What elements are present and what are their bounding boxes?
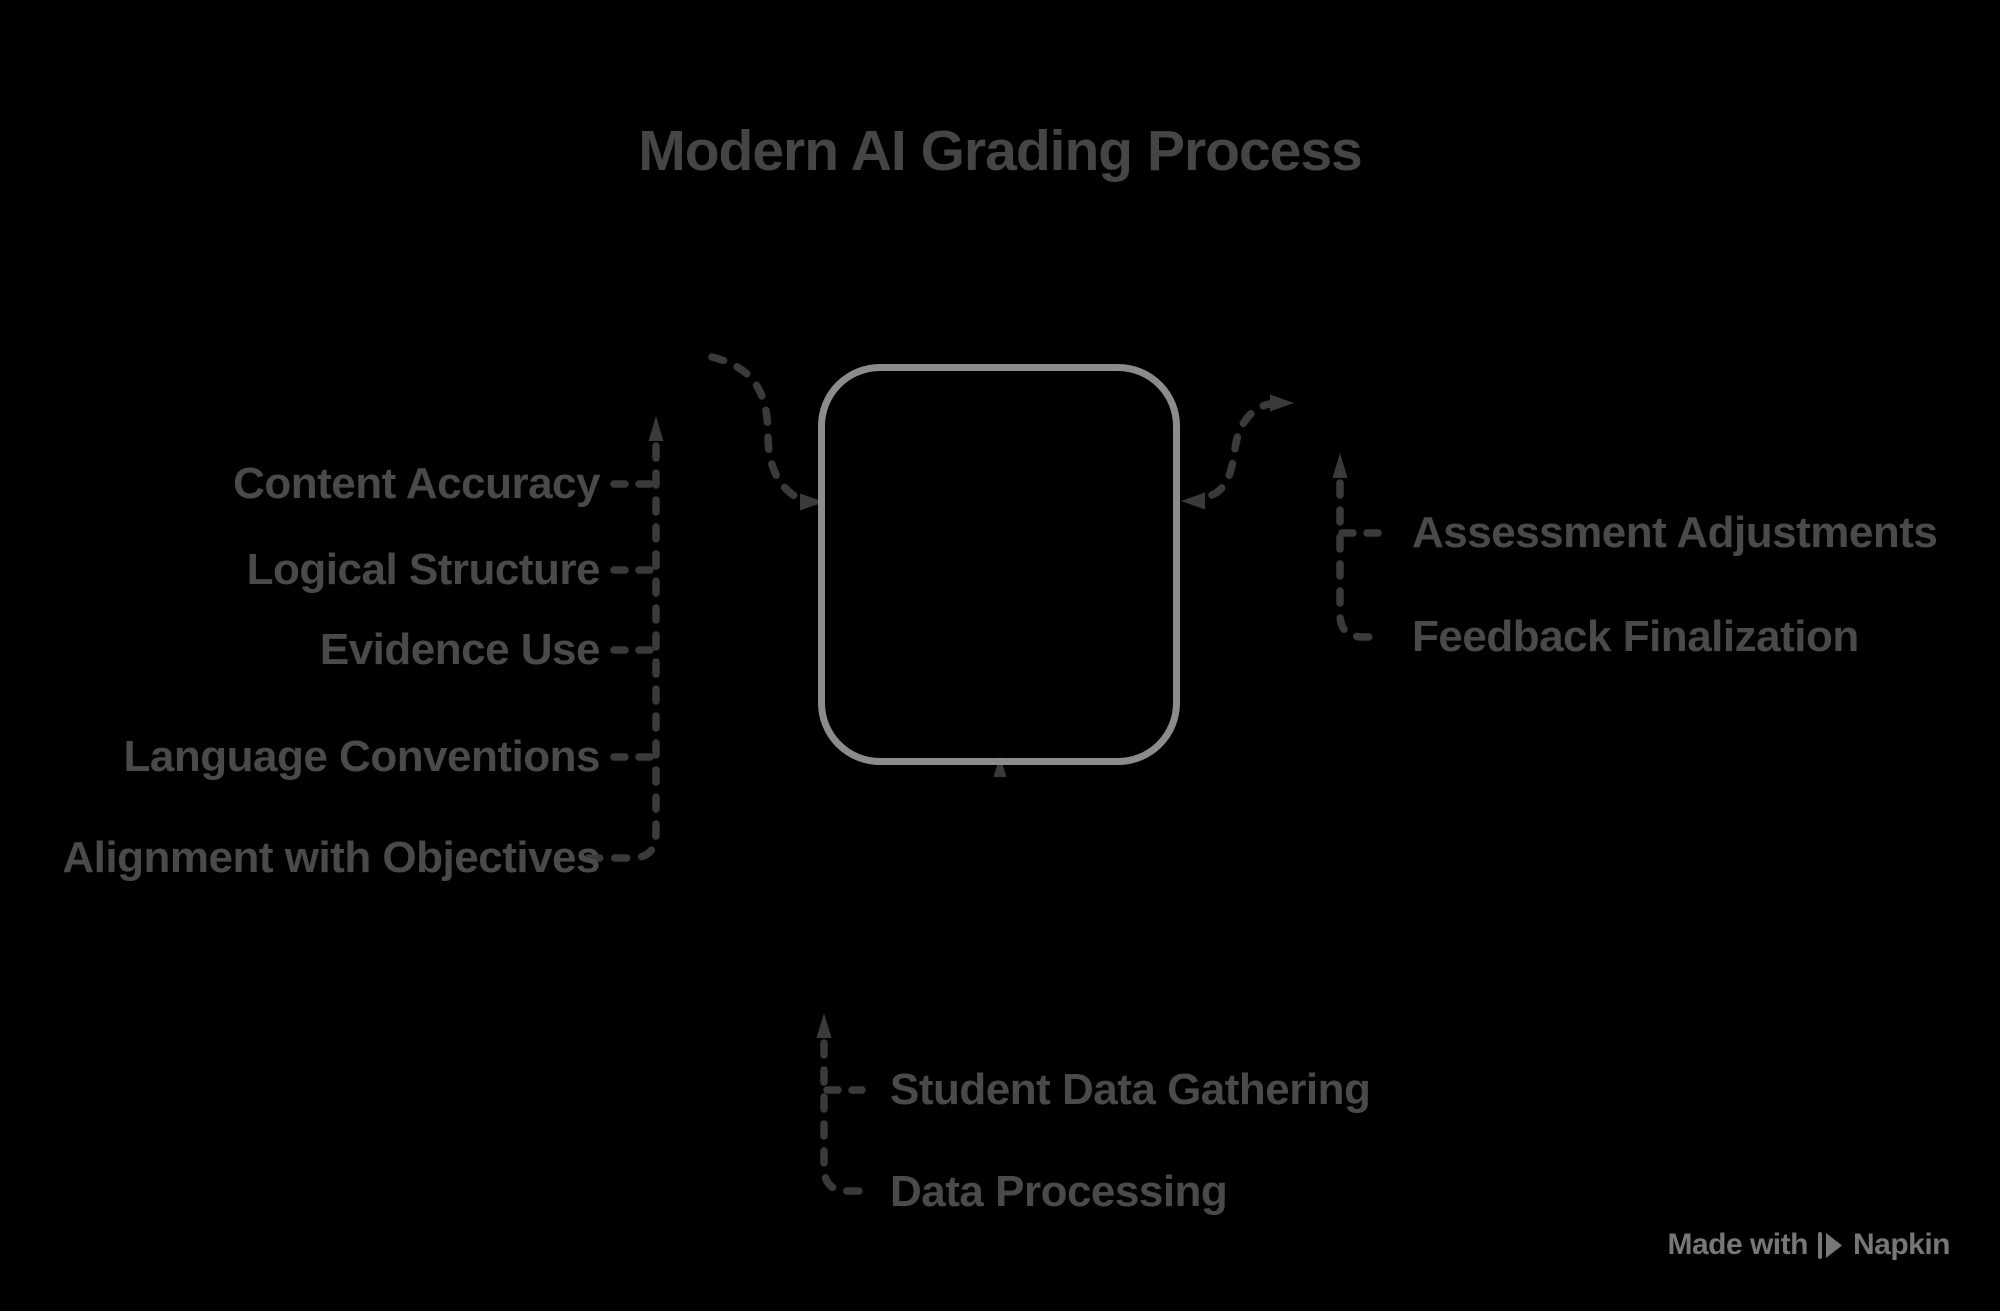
right-rail xyxy=(1332,453,1384,641)
label-alignment-with-objectives: Alignment with Objectives xyxy=(62,833,600,882)
arrow-up-icon xyxy=(816,1013,832,1038)
central-shape xyxy=(818,364,1180,765)
arrow-up-icon xyxy=(1332,453,1348,478)
arrow-up-icon xyxy=(993,756,1007,777)
napkin-play-icon xyxy=(1817,1231,1842,1259)
watermark-brand: Napkin xyxy=(1852,1228,1951,1261)
label-student-data-gathering: Student Data Gathering xyxy=(890,1065,1371,1114)
arrow-right-icon xyxy=(1270,394,1294,412)
label-assessment-adjustments: Assessment Adjustments xyxy=(1412,508,1938,557)
label-evidence-use: Evidence Use xyxy=(319,625,601,674)
label-data-processing: Data Processing xyxy=(890,1167,1228,1216)
label-language-conventions: Language Conventions xyxy=(123,732,601,781)
left-rail xyxy=(574,416,664,862)
arrow-right-icon xyxy=(800,493,824,511)
label-logical-structure: Logical Structure xyxy=(246,545,601,594)
watermark-prefix: Made with xyxy=(1667,1228,1808,1261)
diagram-title: Modern AI Grading Process xyxy=(638,119,1363,183)
arrow-up-icon xyxy=(648,416,664,441)
watermark: Made with Napkin xyxy=(1667,1228,1950,1262)
arrow-left-icon xyxy=(1181,492,1205,510)
left-inflow-curve xyxy=(708,353,824,511)
label-content-accuracy: Content Accuracy xyxy=(233,459,600,508)
bottom-rail xyxy=(816,1013,866,1195)
right-outflow-curve xyxy=(1181,394,1294,510)
label-feedback-finalization: Feedback Finalization xyxy=(1412,612,1859,661)
